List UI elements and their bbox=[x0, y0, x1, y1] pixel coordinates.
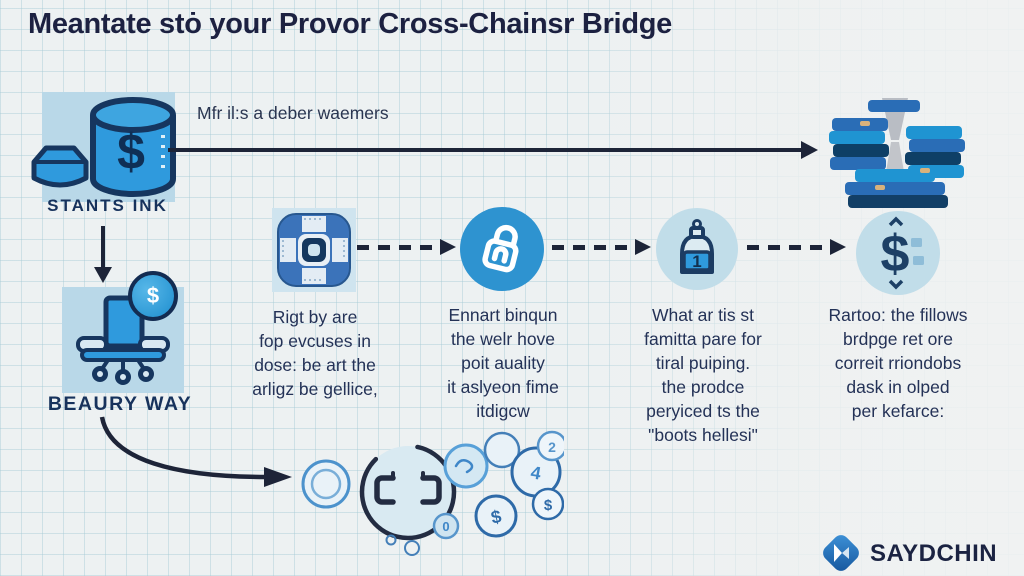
step-text-4: Rartoo: the fillows brdpge ret ore corre… bbox=[828, 305, 968, 421]
step-text-3: What ar tis st famitta pare for tiral pu… bbox=[644, 305, 762, 445]
chip-icon bbox=[272, 208, 356, 292]
cylinder-dollar-glyph: $ bbox=[117, 124, 145, 180]
dashed-arrow-1 bbox=[357, 239, 456, 255]
tray-icon bbox=[31, 145, 89, 188]
database-cylinder-icon: $ bbox=[90, 97, 176, 197]
step-text-2: Ennart binqun the welr hove poit auality… bbox=[447, 305, 559, 421]
sketch-glyph-four: 4 bbox=[529, 462, 542, 483]
sketch-glyph-dollar: $ bbox=[489, 506, 503, 528]
flow-annotation: Mfr il:s a deber waemers bbox=[197, 103, 389, 123]
padlock-icon bbox=[460, 207, 544, 291]
source-node-label: STANTS INK bbox=[47, 196, 168, 215]
sketch-glyph-two: 2 bbox=[548, 439, 556, 455]
dollar-exchange-icon: $ bbox=[856, 211, 940, 295]
dashed-arrow-3 bbox=[747, 239, 846, 255]
sketch-coins-cluster: $ 4 2 0 $ bbox=[301, 430, 564, 556]
logo-icon bbox=[823, 535, 859, 571]
main-flow-arrow bbox=[168, 141, 818, 159]
block-stacks-icon bbox=[829, 98, 965, 208]
curved-arrow bbox=[99, 416, 292, 487]
secondary-node-label: BEAURY WAY bbox=[47, 393, 193, 415]
tag-number-icon: 1 bbox=[656, 208, 738, 290]
tag-number-badge: 1 bbox=[692, 252, 701, 271]
dollar-glyph: $ bbox=[881, 225, 910, 283]
coin-icon: $ bbox=[128, 271, 178, 321]
sketch-glyph-dollar-2: $ bbox=[544, 497, 553, 514]
dashed-arrow-2 bbox=[552, 239, 651, 255]
logo-wordmark: SAYDCHIN bbox=[870, 540, 998, 567]
page-title: Meantate stȯ your Provor Cross-Chainsr B… bbox=[28, 8, 672, 40]
coin-dollar-glyph: $ bbox=[146, 283, 160, 308]
step-text-1: Rigt by are fop evcuses in dose: be art … bbox=[252, 307, 378, 399]
down-arrow bbox=[94, 226, 112, 283]
sketch-glyph-zero: 0 bbox=[442, 519, 449, 534]
